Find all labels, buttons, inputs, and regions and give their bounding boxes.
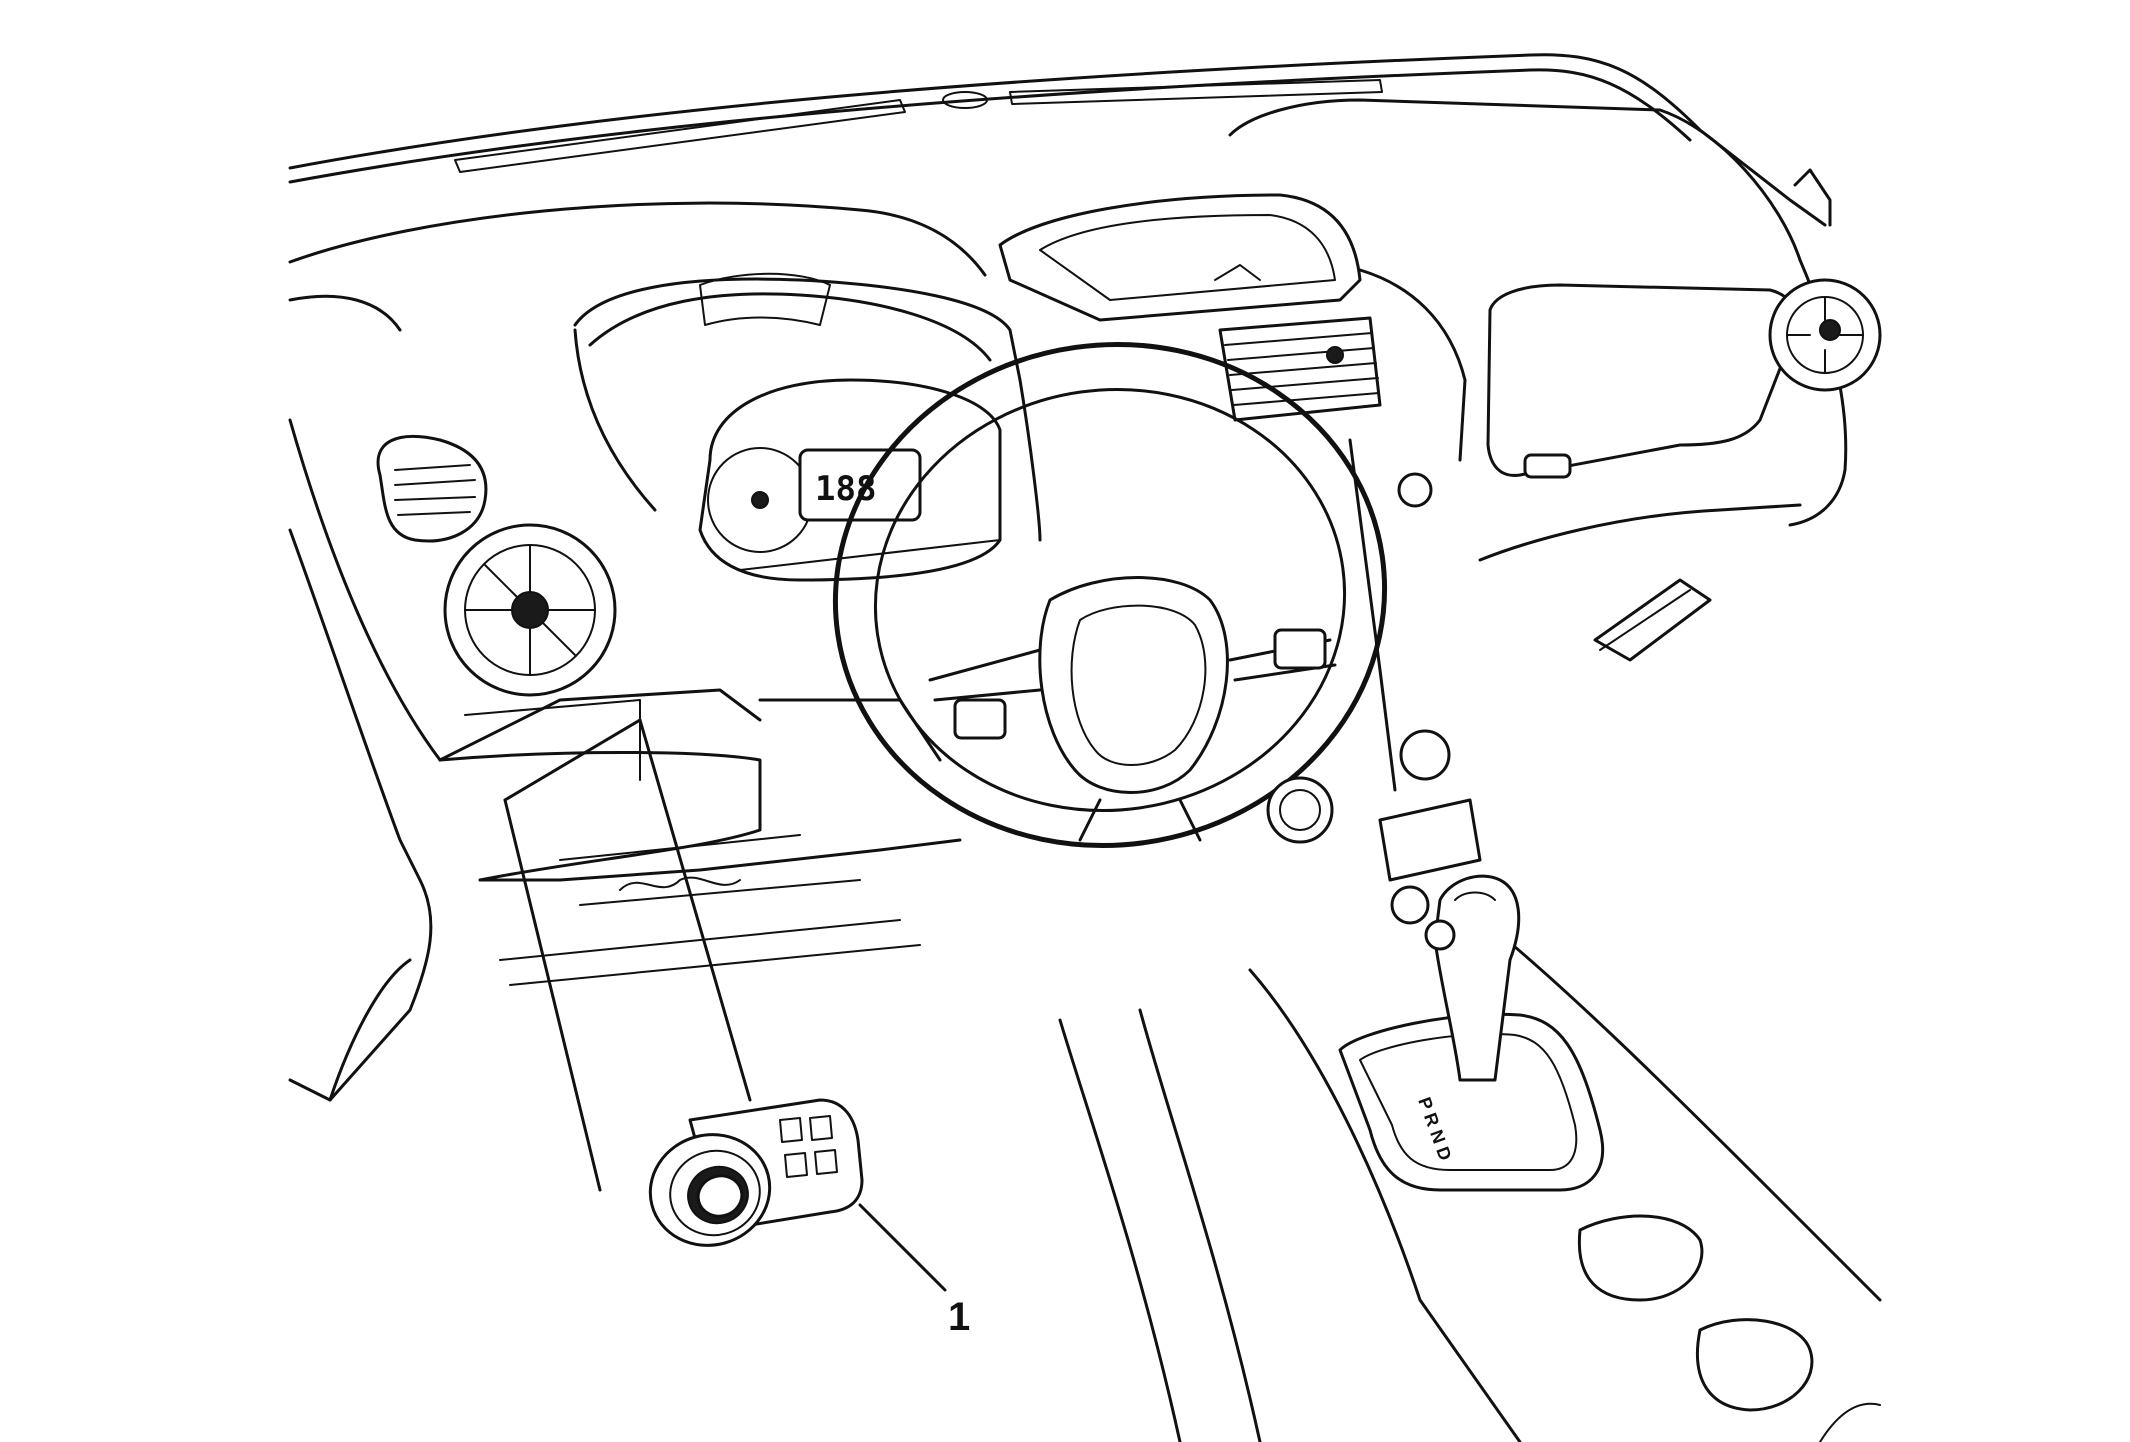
lower-dash (438, 698, 962, 986)
center-vents (1218, 268, 1467, 792)
dashboard-top (288, 53, 1832, 227)
steering-wheel (832, 341, 1388, 849)
dash-right-panel (1228, 98, 1848, 662)
detail-leader (464, 699, 752, 1192)
left-outer-vent (376, 434, 488, 543)
center-stack-knobs (1266, 729, 1482, 925)
callout-1: 1 (858, 1203, 970, 1339)
instrument-cluster: 188 (573, 272, 1042, 582)
headlamp-switch (648, 1098, 864, 1247)
callout-1-label: 1 (948, 1295, 970, 1339)
right-round-vent (1768, 278, 1882, 392)
center-top-display (998, 193, 1362, 322)
center-console: P R N D (1058, 874, 1882, 1442)
left-round-vent (443, 523, 617, 697)
dash-left-panel (288, 201, 987, 1102)
cluster-display: 188 (815, 469, 876, 509)
